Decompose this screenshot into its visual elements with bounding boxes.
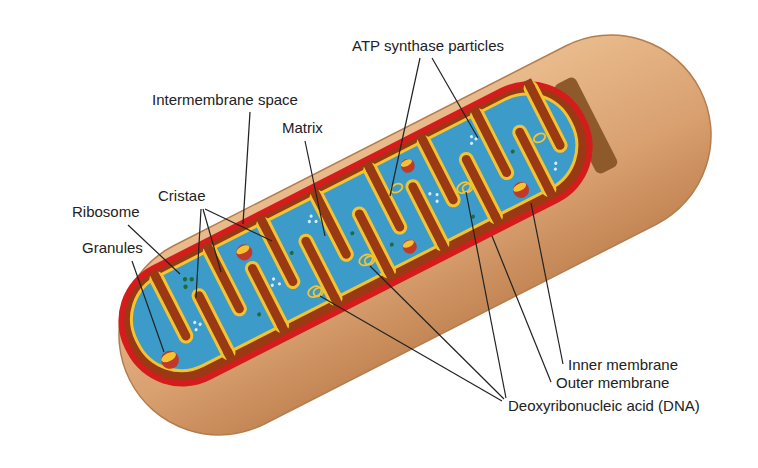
leader-line — [196, 209, 201, 298]
ribosomes — [179, 117, 533, 350]
leader-line — [390, 58, 420, 196]
mitochondrion — [84, 1, 745, 468]
leader-line — [305, 141, 325, 236]
part-label: Deoxyribonucleic acid (DNA) — [508, 397, 700, 415]
part-label: Granules — [82, 239, 143, 257]
crista — [512, 124, 557, 197]
leader-line — [492, 236, 551, 382]
outer-membrane — [97, 60, 614, 408]
dna-loops — [282, 114, 564, 300]
leader-line — [205, 209, 272, 241]
cristae-bottom — [191, 124, 557, 361]
leader-line — [203, 209, 221, 272]
crista — [458, 151, 503, 224]
crista — [351, 206, 396, 279]
part-label: Intermembrane space — [152, 91, 298, 109]
leader-line — [531, 203, 563, 364]
crista — [244, 260, 289, 333]
outer-body — [84, 1, 745, 468]
leader-line — [432, 58, 478, 138]
part-label: Inner membrane — [568, 356, 678, 374]
part-label: Ribosome — [72, 203, 140, 221]
part-label: Cristae — [158, 187, 206, 205]
part-label: Matrix — [282, 119, 323, 137]
part-label: ATP synthase particles — [352, 37, 504, 55]
leader-line — [466, 192, 506, 398]
crista — [149, 271, 194, 344]
granules — [129, 115, 532, 378]
matrix — [115, 77, 593, 387]
part-label: Outer membrane — [556, 374, 669, 392]
leader-line — [132, 261, 164, 352]
leader-line — [320, 296, 502, 401]
crista — [191, 288, 236, 361]
crista — [298, 233, 343, 306]
matrix-particles — [172, 104, 560, 350]
leader-lines — [128, 58, 563, 401]
intermembrane-space — [105, 68, 606, 400]
crista-joins — [149, 78, 583, 375]
leader-line — [243, 112, 250, 224]
